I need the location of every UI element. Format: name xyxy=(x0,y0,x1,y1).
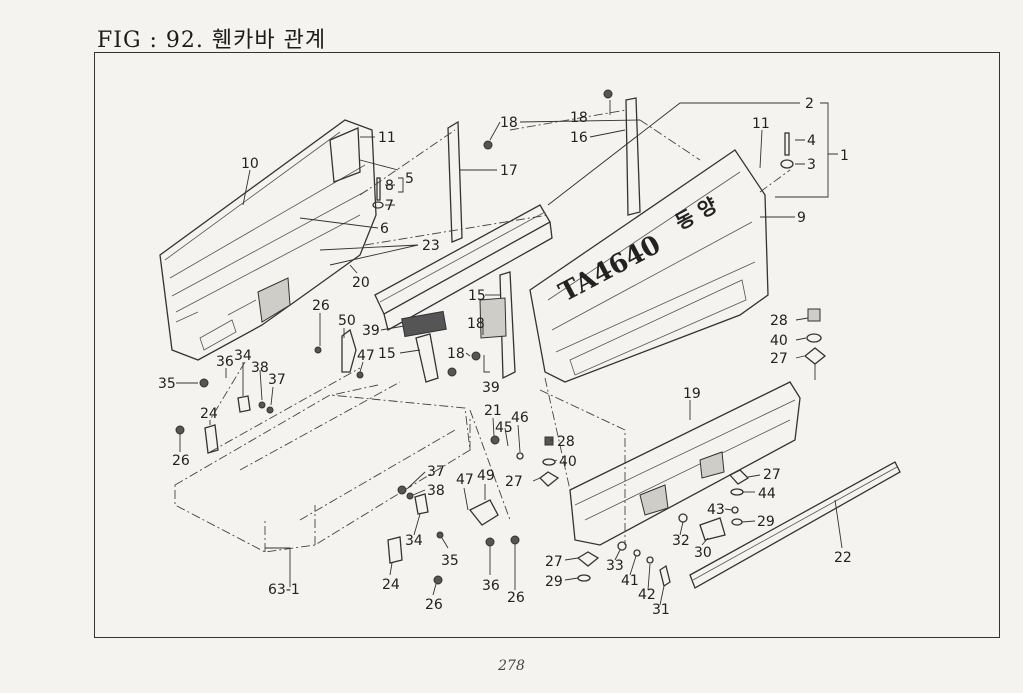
label-part-15: 15 xyxy=(468,288,486,304)
label-part-33: 33 xyxy=(606,558,624,574)
label-part-41: 41 xyxy=(621,573,639,589)
label-part-27: 27 xyxy=(545,554,563,570)
label-part-28: 28 xyxy=(770,313,788,329)
label-part-50: 50 xyxy=(338,313,356,329)
label-part-24: 24 xyxy=(200,406,218,422)
label-part-44: 44 xyxy=(758,486,776,502)
label-part-37: 37 xyxy=(268,372,286,388)
lower-bumper-assembly xyxy=(569,381,801,546)
label-part-7: 7 xyxy=(385,198,394,214)
label-part-49: 49 xyxy=(477,468,495,484)
label-part-27: 27 xyxy=(763,467,781,483)
plate-text-korean: 동 양 xyxy=(671,192,721,234)
label-part-46: 46 xyxy=(511,410,529,426)
diagram-frame xyxy=(94,52,1000,638)
label-part-18: 18 xyxy=(500,115,518,131)
label-part-18: 18 xyxy=(447,346,465,362)
label-part-28: 28 xyxy=(557,434,575,450)
label-part-19: 19 xyxy=(683,386,701,402)
label-part-26: 26 xyxy=(425,597,443,613)
label-part-24: 24 xyxy=(382,577,400,593)
label-part-32: 32 xyxy=(672,533,690,549)
label-part-38: 38 xyxy=(251,360,269,376)
label-part-11: 11 xyxy=(752,116,770,132)
figure-title: FIG : 92. 휀카바 관계 xyxy=(97,28,327,53)
label-part-3: 3 xyxy=(807,157,816,173)
left-fender-panel xyxy=(159,119,377,361)
label-part-47: 47 xyxy=(456,472,474,488)
label-part-21: 21 xyxy=(484,403,502,419)
label-part-15: 15 xyxy=(378,346,396,362)
label-part-27: 27 xyxy=(505,474,523,490)
label-part-39: 39 xyxy=(482,380,500,396)
page-number: 278 xyxy=(498,658,525,674)
base-frame xyxy=(174,367,471,553)
label-part-26: 26 xyxy=(507,590,525,606)
label-part-42: 42 xyxy=(638,587,656,603)
label-part-40: 40 xyxy=(770,333,788,349)
leader-lines xyxy=(176,100,843,606)
label-part-34: 34 xyxy=(234,348,252,364)
label-part-45: 45 xyxy=(495,420,513,436)
label-part-26: 26 xyxy=(172,453,190,469)
label-part-35: 35 xyxy=(158,376,176,392)
label-part-36: 36 xyxy=(216,354,234,370)
label-part-31: 31 xyxy=(652,602,670,618)
plate-text: TA4640 xyxy=(554,230,666,308)
label-part-17: 17 xyxy=(500,163,518,179)
label-part-16: 16 xyxy=(570,130,588,146)
label-part-27: 27 xyxy=(770,351,788,367)
label-part-26: 26 xyxy=(312,298,330,314)
label-part-38: 38 xyxy=(427,483,445,499)
label-part-47: 47 xyxy=(357,348,375,364)
label-part-29: 29 xyxy=(545,574,563,590)
label-part-23: 23 xyxy=(422,238,440,254)
label-part-29: 29 xyxy=(757,514,775,530)
label-part-10: 10 xyxy=(241,156,259,172)
label-part-35: 35 xyxy=(441,553,459,569)
label-part-39: 39 xyxy=(362,323,380,339)
label-part-8: 8 xyxy=(385,178,394,194)
label-part-2: 2 xyxy=(805,96,814,112)
label-part-4: 4 xyxy=(807,133,816,149)
label-part-40: 40 xyxy=(559,454,577,470)
label-part-30: 30 xyxy=(694,545,712,561)
label-part-63-1: 63-1 xyxy=(268,582,300,598)
label-part-34: 34 xyxy=(405,533,423,549)
label-part-11: 11 xyxy=(378,130,396,146)
label-part-1: 1 xyxy=(840,148,849,164)
label-part-20: 20 xyxy=(352,275,370,291)
assembly-lines xyxy=(209,109,791,545)
label-part-5: 5 xyxy=(405,171,414,187)
label-part-36: 36 xyxy=(482,578,500,594)
label-part-22: 22 xyxy=(834,550,852,566)
label-part-43: 43 xyxy=(707,502,725,518)
side-strip xyxy=(689,461,901,589)
label-part-6: 6 xyxy=(380,221,389,237)
label-part-18: 18 xyxy=(570,110,588,126)
label-part-9: 9 xyxy=(797,210,806,226)
label-part-37: 37 xyxy=(427,464,445,480)
part-number-labels: 2 1 4 3 9 11 11 16 18 18 17 10 8 5 7 6 2… xyxy=(158,96,852,618)
label-part-18: 18 xyxy=(467,316,485,332)
center-frame-parts xyxy=(374,97,641,383)
right-grille-panel: TA4640 동 양 xyxy=(529,149,769,383)
